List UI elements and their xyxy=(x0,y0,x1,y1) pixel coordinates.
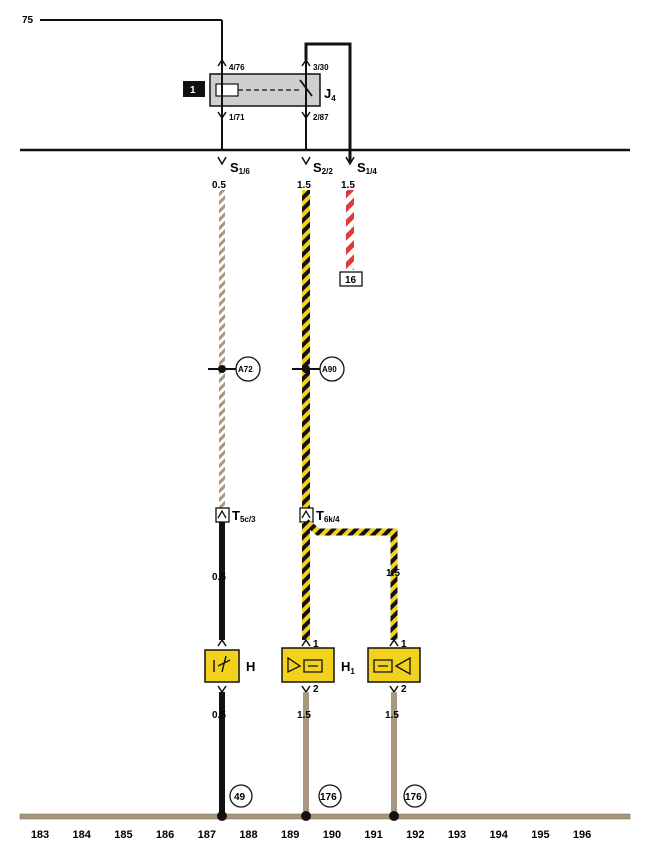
wire-size-w4-mid: 1.5 xyxy=(386,568,400,579)
horn-icon xyxy=(373,656,411,676)
arrow-down-icon xyxy=(345,156,355,166)
column-number: 185 xyxy=(114,829,132,841)
column-number: 193 xyxy=(448,829,466,841)
junction-a72-label: A72 xyxy=(238,365,253,374)
pin-2-87: 2/87 xyxy=(313,113,329,122)
column-number: 183 xyxy=(31,829,49,841)
relay-badge xyxy=(183,81,205,97)
column-numbers: 183 184 185 186 187 188 189 190 191 192 193 194 195 1… xyxy=(31,829,591,841)
connector-s2-2: S2/2 xyxy=(313,160,333,176)
ground-176-marker xyxy=(403,784,427,808)
ground-49-marker xyxy=(229,784,253,808)
buzzer-icon xyxy=(213,655,231,673)
arrow-up-icon xyxy=(301,58,311,67)
wire-size-w2-top: 1.5 xyxy=(297,180,311,191)
relay-coil-icon xyxy=(215,83,239,97)
arrow-up-icon xyxy=(301,509,311,519)
arrow-down-icon xyxy=(389,685,399,694)
fuse-box-label: 16 xyxy=(345,275,357,286)
column-number: 188 xyxy=(239,829,257,841)
terminal-75-label: 75 xyxy=(22,15,34,26)
junction-a72-marker xyxy=(235,356,261,382)
relay-loop-wire xyxy=(304,42,352,162)
column-number: 186 xyxy=(156,829,174,841)
pin-1-71: 1/71 xyxy=(229,113,245,122)
arrow-up-icon xyxy=(217,638,227,647)
arrow-down-icon xyxy=(217,685,227,694)
wire-size-w1-mid: 0.5 xyxy=(212,572,226,583)
pin-3-30: 3/30 xyxy=(313,63,329,72)
junction-dot xyxy=(217,811,227,821)
junction-a90-marker xyxy=(319,356,345,382)
h2-pin-1: 1 xyxy=(401,639,407,650)
arrow-up-icon xyxy=(217,58,227,67)
wire-black xyxy=(219,692,225,816)
connector-t6k-4: T6k/4 xyxy=(316,508,340,524)
wire-brown xyxy=(391,692,397,816)
relay-badge-label: 1 xyxy=(190,85,196,96)
ground-49-label: 49 xyxy=(234,792,246,803)
arrow-down-icon xyxy=(217,156,227,166)
wire-size-w3-top: 1.5 xyxy=(341,180,355,191)
connector-s1-6: S1/6 xyxy=(230,160,250,176)
wire-black-yellow-branch xyxy=(303,519,398,640)
relay-j4: 4/76 3/30 1/71 2/87 J4 xyxy=(209,58,336,150)
junction-dot xyxy=(389,811,399,821)
wire-size-w4-bot: 1.5 xyxy=(385,710,399,721)
relay-name: J4 xyxy=(324,86,336,103)
connector-s1-4: S1/4 xyxy=(357,160,377,176)
column-number: 189 xyxy=(281,829,299,841)
column-number: 195 xyxy=(531,829,549,841)
arrow-up-icon xyxy=(301,638,311,647)
connector-t5c-box xyxy=(215,507,230,523)
column-number: 196 xyxy=(573,829,591,841)
arrow-up-icon xyxy=(217,509,227,519)
h1-pin-2: 2 xyxy=(313,684,319,695)
wire-black-yellow xyxy=(302,190,310,508)
h2-pin-2: 2 xyxy=(401,684,407,695)
component-h-label: H xyxy=(246,659,255,674)
connector-t5c-3: T5c/3 xyxy=(232,508,256,524)
h1-pin-1: 1 xyxy=(313,639,319,650)
ground-176-label: 176 xyxy=(320,792,337,803)
wire-size-w1-top: 0.5 xyxy=(212,180,226,191)
ground-bus xyxy=(19,813,631,820)
ground-176-marker xyxy=(318,784,342,808)
column-number: 194 xyxy=(490,829,509,841)
arrow-down-icon xyxy=(217,111,227,120)
column-number: 187 xyxy=(198,829,216,841)
wire-size-w2-bot: 1.5 xyxy=(297,710,311,721)
component-h1-label: H1 xyxy=(341,659,355,676)
connector-t6k-box xyxy=(299,507,314,523)
junction-dot xyxy=(302,365,310,373)
junction-dot xyxy=(301,811,311,821)
arrow-down-icon xyxy=(301,685,311,694)
junction-dot xyxy=(218,365,226,373)
column-number: 192 xyxy=(406,829,424,841)
junction-a90-label: A90 xyxy=(322,365,337,374)
column-number: 191 xyxy=(364,829,382,841)
wire-black xyxy=(219,522,225,640)
pin-4-76: 4/76 xyxy=(229,63,245,72)
column-number: 184 xyxy=(73,829,92,841)
component-h1-second xyxy=(367,647,421,683)
horn-icon xyxy=(287,656,323,674)
component-h xyxy=(204,649,240,683)
column-number: 190 xyxy=(323,829,341,841)
component-h1 xyxy=(281,647,335,683)
wire-black-yellow xyxy=(302,522,310,640)
arrow-down-icon xyxy=(301,156,311,166)
fuse-box xyxy=(339,271,363,287)
arrow-down-icon xyxy=(301,111,311,120)
wire-brown xyxy=(303,692,309,816)
wire-brown-white xyxy=(219,190,225,508)
wire-size-w1-bot: 0.5 xyxy=(212,710,226,721)
ground-176-label: 176 xyxy=(405,792,422,803)
arrow-up-icon xyxy=(389,638,399,647)
wire-red-white xyxy=(346,190,354,270)
